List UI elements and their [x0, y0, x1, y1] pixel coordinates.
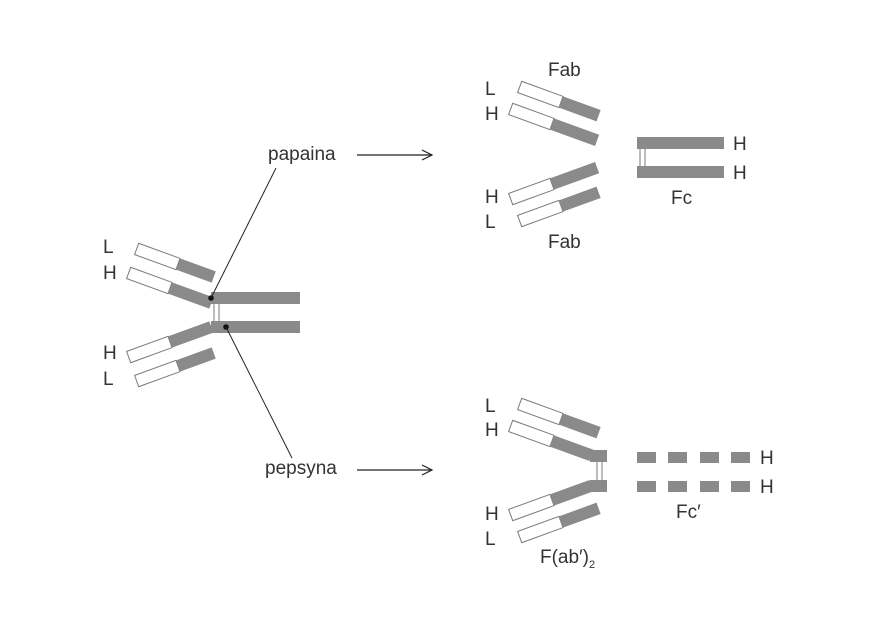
fc-prime-peptide [637, 452, 656, 463]
fc-prime-peptide [668, 481, 687, 492]
pepsin-pointer-line [225, 326, 293, 459]
fab-bottom-label-l: L [485, 212, 496, 233]
antibody-light-chain-bottom [133, 347, 216, 388]
fab-bottom-heavy-chain [507, 161, 600, 206]
fc-prime-peptide [700, 452, 719, 463]
fc-label-h-top: H [733, 134, 747, 155]
antibody-label-l-top: L [103, 237, 114, 258]
pepsin-label: pepsyna [265, 458, 337, 479]
fc-prime-fragments: H H Fc′ [637, 448, 774, 523]
papain-pointer-line [210, 167, 277, 299]
fc-prime-label-h-top: H [760, 448, 774, 469]
fab-top-heavy-chain [507, 102, 600, 147]
fab-fragment-top: Fab L H [485, 60, 601, 147]
antibody-light-chain-top [133, 242, 216, 283]
pepsin-arrow [357, 464, 434, 476]
fc-prime-label: Fc′ [676, 502, 701, 523]
fc-heavy-chain-bottom [637, 166, 724, 178]
fab2-label-h-bottom: H [485, 504, 499, 525]
fc-heavy-chain-top [637, 137, 724, 149]
fc-prime-peptide [731, 452, 750, 463]
fab2-heavy-chain-bottom-hinge [590, 480, 607, 492]
antibody-heavy-chain-bottom-stem [211, 321, 300, 333]
fc-label-h-bottom: H [733, 163, 747, 184]
antibody-heavy-chain-bottom-arm [125, 321, 214, 364]
fab-fragment-bottom: Fab H L [485, 161, 601, 253]
fab-top-label-h: H [485, 104, 499, 125]
fab-top-label-l: L [485, 79, 496, 100]
fc-prime-peptide [731, 481, 750, 492]
papain-arrow [357, 149, 434, 161]
antibody-label-h-top: H [103, 263, 117, 284]
fab2-light-chain-bottom [516, 502, 601, 544]
fc-label: Fc [671, 188, 692, 209]
antibody-label-h-bottom: H [103, 343, 117, 364]
papain-label: papaina [268, 144, 336, 165]
fc-prime-peptide [637, 481, 656, 492]
fab-bottom-label: Fab [548, 232, 581, 253]
fab2-label: F(ab′)2 [540, 547, 595, 571]
antibody-heavy-chain-top-arm [125, 266, 214, 309]
antibody-heavy-chain-top-stem [211, 292, 300, 304]
fab2-heavy-chain-top-hinge [590, 450, 607, 462]
fab2-heavy-chain-top-arm [507, 419, 594, 462]
fab2-fragment: L H H L F(ab′)2 [485, 396, 607, 571]
fab2-heavy-chain-bottom-arm [507, 479, 594, 522]
fab-bottom-light-chain [516, 186, 601, 228]
fc-fragment: H H Fc [637, 134, 747, 209]
intact-antibody: L H H L [103, 237, 300, 390]
fc-prime-label-h-bottom: H [760, 477, 774, 498]
fc-prime-peptide [668, 452, 687, 463]
fc-prime-peptide [700, 481, 719, 492]
fab2-label-l-bottom: L [485, 529, 496, 550]
antibody-label-l-bottom: L [103, 369, 114, 390]
fab2-light-chain-top [516, 397, 601, 439]
fab-top-light-chain [516, 80, 601, 122]
fab-top-label: Fab [548, 60, 581, 81]
fab2-label-h-top: H [485, 420, 499, 441]
fab-bottom-label-h: H [485, 187, 499, 208]
fab2-label-l-top: L [485, 396, 496, 417]
